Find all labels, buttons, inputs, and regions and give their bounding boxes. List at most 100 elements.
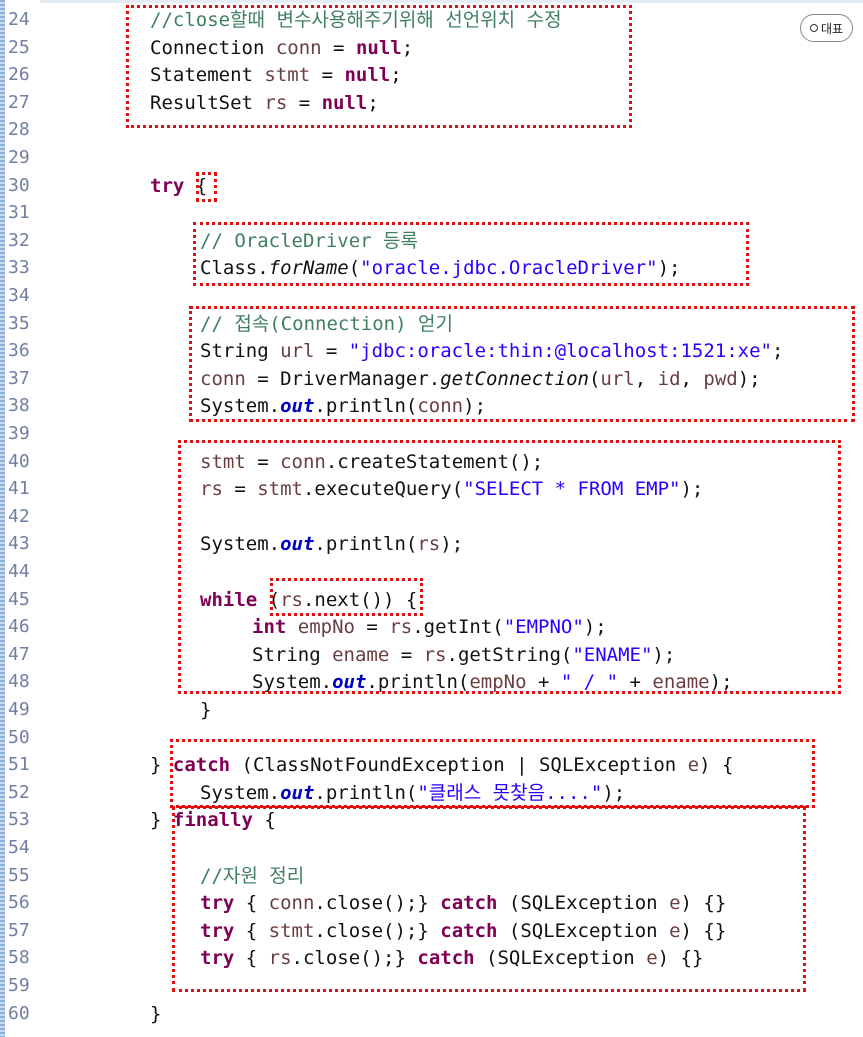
annotation-box-finally: [172, 806, 806, 992]
code-token: rs: [417, 533, 441, 556]
code-token: .println(: [314, 395, 418, 418]
code-token: (SQLException: [497, 892, 670, 915]
code-token: ) {}: [657, 947, 704, 970]
code-line: } finally {: [150, 806, 276, 834]
code-token: stmt: [264, 64, 311, 87]
code-token: ;: [367, 91, 379, 114]
representative-badge[interactable]: 대표: [800, 14, 853, 42]
code-token: .close();}: [291, 947, 418, 970]
code-token: =: [389, 643, 424, 666]
line-number: 48: [8, 671, 30, 693]
code-token: id: [657, 367, 681, 390]
line-number: 25: [8, 36, 30, 58]
code-token: //close할때 변수사용해주기위해 선언위치 수정: [150, 9, 562, 31]
line-number: 57: [8, 919, 30, 941]
code-token: .getString(: [446, 643, 573, 666]
code-token: ;: [390, 64, 402, 87]
code-line: // OracleDriver 등록: [200, 227, 418, 255]
code-token: empNo: [469, 671, 527, 694]
code-token: finally: [172, 809, 253, 832]
code-token: {: [234, 919, 269, 942]
code-line: // 접속(Connection) 얻기: [200, 310, 453, 338]
code-line: System.out.println(empNo + " / " + ename…: [252, 668, 733, 696]
code-token: (: [588, 367, 601, 390]
code-line: ResultSet rs = null;: [150, 89, 379, 117]
code-token: "ENAME": [572, 643, 653, 666]
line-number: 28: [8, 119, 30, 141]
code-line: while (rs.next()) {: [200, 586, 417, 614]
code-token: = DriverManager.: [245, 367, 441, 390]
code-token: .executeQuery(: [302, 478, 464, 501]
editor-gutter-stripe: [0, 0, 5, 1037]
line-number: 27: [8, 91, 30, 113]
code-token: null: [321, 91, 368, 114]
code-token: out: [332, 671, 367, 694]
code-token: rs: [200, 478, 223, 501]
code-token: int: [252, 616, 287, 639]
code-token: .createStatement();: [325, 450, 544, 473]
code-token: try: [200, 892, 235, 915]
line-number: 32: [8, 229, 30, 251]
code-token: ename: [332, 643, 390, 666]
code-token: rs: [268, 947, 292, 970]
code-token: .println(: [366, 671, 470, 694]
line-number: 60: [8, 1002, 30, 1024]
code-token: // 접속(Connection) 얻기: [200, 312, 453, 335]
code-token: try: [200, 919, 235, 942]
code-token: ) {}: [680, 919, 727, 942]
code-token: while: [200, 588, 258, 611]
code-line: try { stmt.close();} catch (SQLException…: [200, 917, 726, 945]
code-token: ename: [652, 671, 710, 694]
line-number: 53: [8, 809, 30, 831]
code-token: ,: [634, 367, 658, 390]
code-token: =: [310, 64, 345, 87]
code-line: Class.forName("oracle.jdbc.OracleDriver"…: [200, 254, 680, 282]
code-token: ) {: [699, 754, 734, 777]
code-token: }: [200, 699, 212, 721]
code-line: Connection conn = null;: [150, 34, 413, 62]
code-token: e: [646, 947, 658, 970]
code-token: =: [287, 91, 322, 114]
code-token: );: [680, 478, 704, 501]
code-token: (ClassNotFoundException | SQLException: [230, 754, 688, 777]
code-token: stmt: [200, 450, 246, 473]
code-token: catch: [172, 754, 231, 777]
code-token: System.: [200, 781, 281, 804]
code-token: );: [602, 781, 626, 804]
code-token: url: [280, 340, 315, 363]
code-token: );: [657, 257, 681, 280]
code-token: );: [737, 367, 761, 390]
line-number: 52: [8, 781, 30, 803]
line-number: 39: [8, 423, 30, 444]
line-number: 34: [8, 285, 30, 306]
line-number: 29: [8, 147, 30, 168]
annotation-box-catch: [170, 739, 815, 808]
line-number: 46: [8, 616, 30, 638]
code-token: conn: [280, 450, 326, 473]
code-line: //close할때 변수사용해주기위해 선언위치 수정: [150, 6, 562, 34]
code-line: stmt = conn.createStatement();: [200, 448, 543, 476]
code-token: e: [687, 754, 700, 777]
code-token: );: [583, 616, 607, 639]
code-token: .getInt(: [412, 616, 504, 639]
line-number: 58: [8, 947, 30, 969]
code-token: +: [618, 671, 653, 694]
code-line: } catch (ClassNotFoundException | SQLExc…: [150, 751, 733, 779]
representative-badge-label: 대표: [820, 21, 844, 36]
line-number: 50: [8, 726, 30, 748]
code-token: {: [184, 174, 208, 197]
code-token: "jdbc:oracle:thin:@localhost:1521:xe": [348, 340, 772, 363]
annotation-box-driver: [193, 222, 749, 286]
code-token: (SQLException: [497, 919, 670, 942]
code-line: rs = stmt.executeQuery("SELECT * FROM EM…: [200, 475, 703, 503]
code-token: stmt: [268, 919, 315, 942]
code-token: url: [600, 367, 635, 390]
code-token: try: [150, 174, 185, 197]
code-token: catch: [440, 892, 498, 915]
code-token: }: [150, 754, 173, 777]
code-token: ,: [680, 367, 704, 390]
line-number: 47: [8, 643, 30, 665]
code-token: //자원 정리: [200, 864, 305, 887]
line-number: 42: [8, 505, 30, 527]
code-token: e: [669, 919, 681, 942]
